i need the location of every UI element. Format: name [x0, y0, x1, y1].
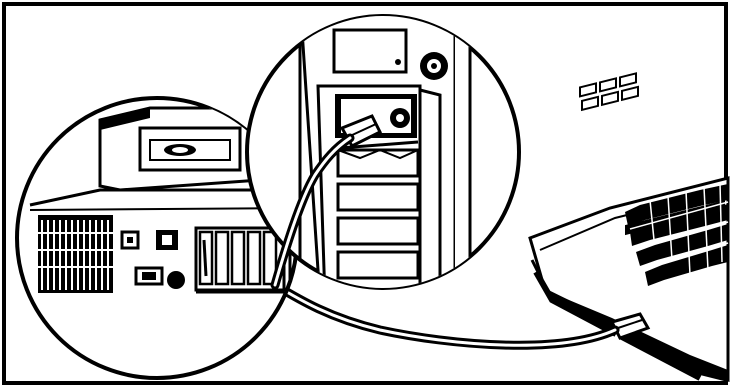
vent-grille	[38, 215, 113, 293]
keyboard	[528, 72, 730, 382]
expansion-slots	[194, 226, 286, 294]
port-detail-callout	[245, 14, 521, 290]
keyboard-function-keys	[579, 72, 639, 112]
keyboard-port	[167, 271, 185, 289]
pc-rear-callout	[15, 96, 299, 380]
